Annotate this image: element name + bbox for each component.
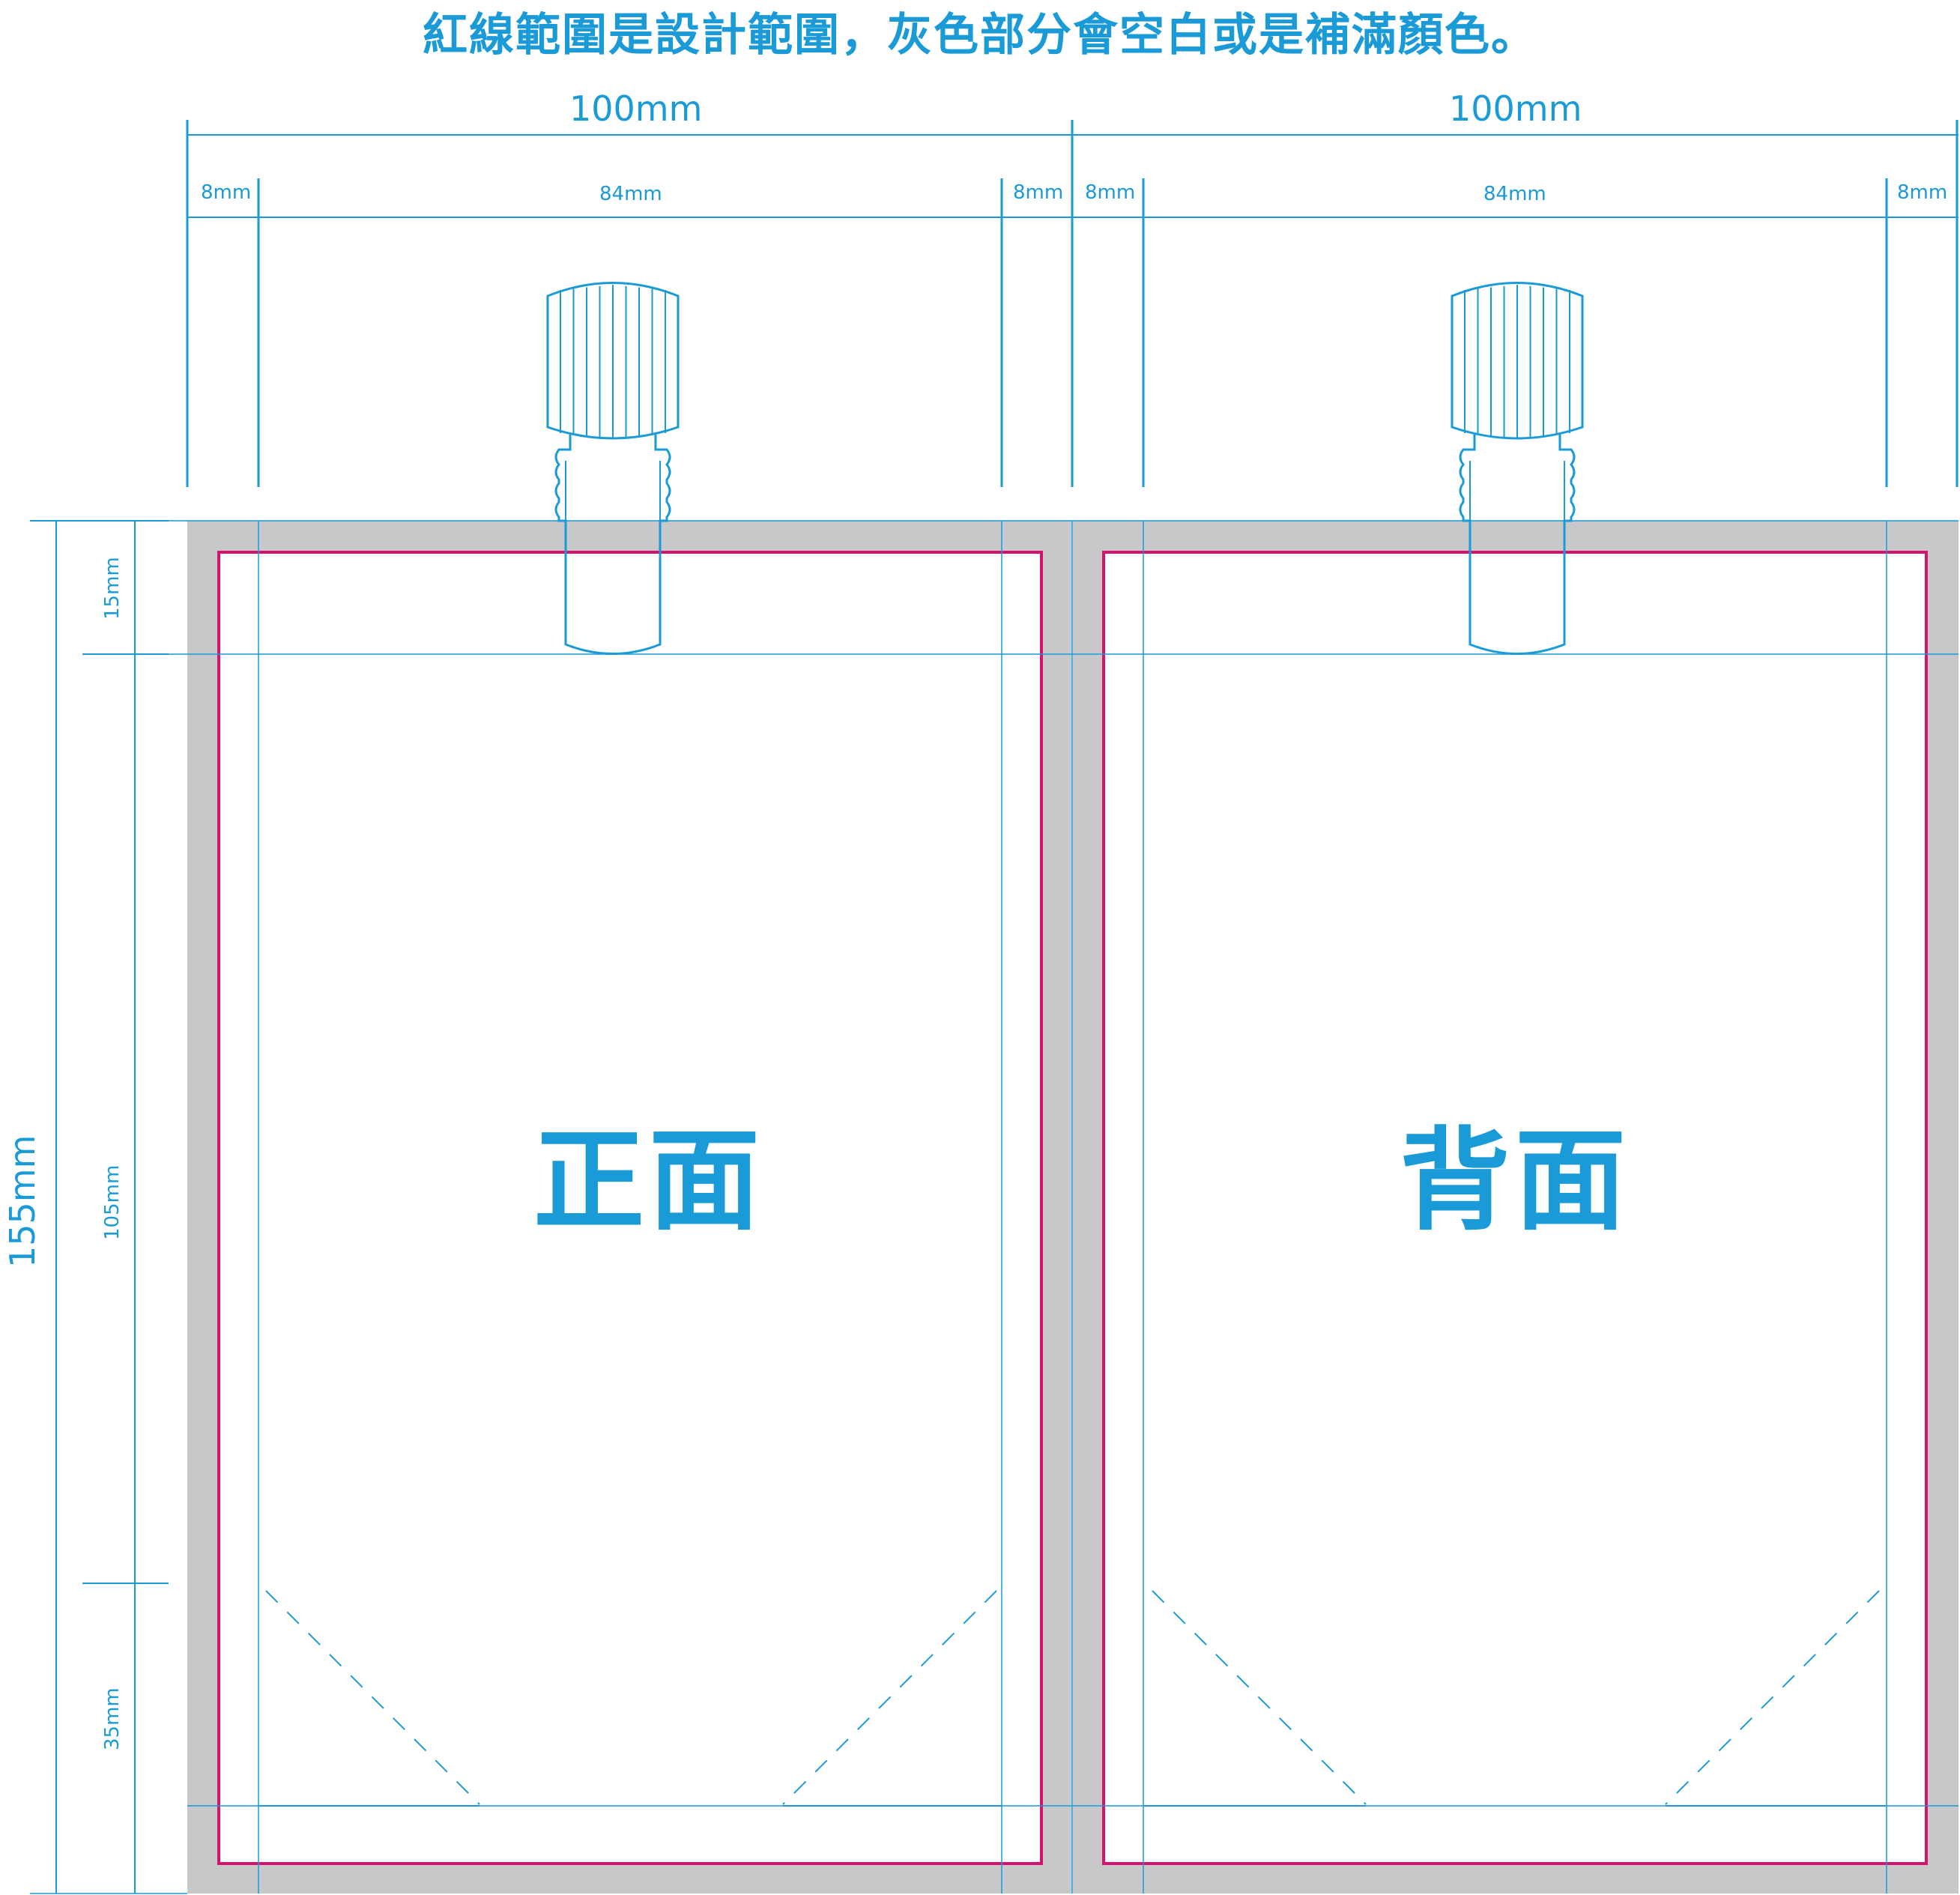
guide-lines [30, 520, 1959, 1894]
dimension-right-margin-front: 8mm [1013, 181, 1064, 204]
dimension-panel-width-front: 100mm [569, 88, 703, 129]
bleed-area-back [1073, 521, 1959, 1894]
gusset-dashed-lines [258, 1590, 1887, 1807]
dimension-left-margin-front: 8mm [201, 181, 252, 204]
dimension-panel-width-back: 100mm [1449, 88, 1582, 129]
back-face-label: 背面 [1400, 1116, 1630, 1245]
front-face-label: 正面 [533, 1116, 764, 1245]
dimension-top-section: 15mm [101, 557, 124, 620]
page-title: 紅線範圍是設計範圍，灰色部分會空白或是補滿顏色。 [423, 9, 1537, 61]
dimension-right-margin-back: 8mm [1897, 181, 1948, 204]
left-dimension-lines [30, 520, 169, 1894]
dimension-inner-width-front: 84mm [599, 183, 662, 205]
dimension-middle-section: 105mm [101, 1164, 124, 1240]
spout-cap-icon [546, 282, 680, 655]
bleed-area-front [187, 521, 1071, 1894]
dimension-total-height: 155mm [2, 1134, 43, 1268]
spout-cap-icon [1451, 282, 1584, 655]
top-dimension-lines [186, 120, 1959, 487]
dimension-bottom-section: 35mm [101, 1687, 124, 1750]
dimension-left-margin-back: 8mm [1085, 181, 1136, 204]
dimension-inner-width-back: 84mm [1483, 183, 1546, 205]
